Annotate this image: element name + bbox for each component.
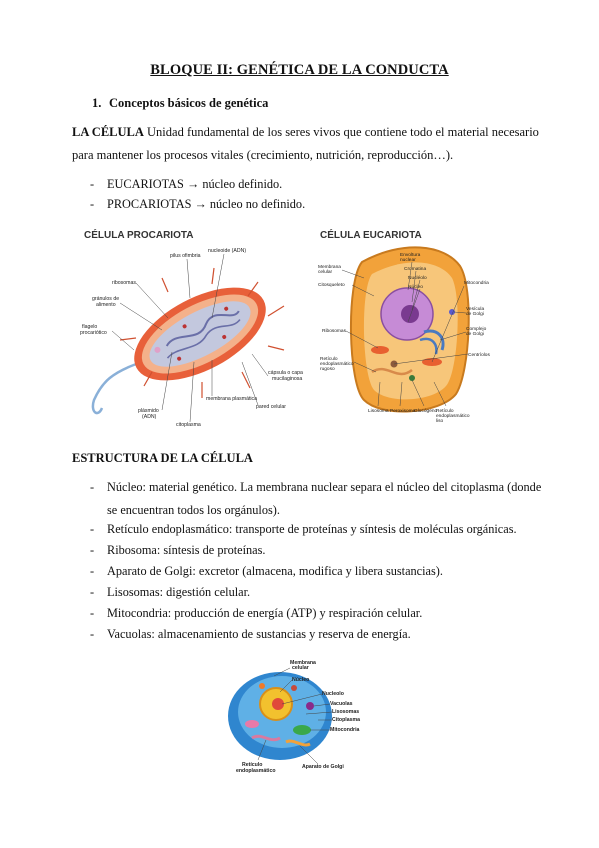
svg-text:de Golgi: de Golgi <box>466 331 484 337</box>
svg-text:de Golgi: de Golgi <box>466 311 484 317</box>
section-title: ESTRUCTURA DE LA CÉLULA <box>72 451 253 465</box>
cell-definition-line2: para mantener los procesos vitales (crec… <box>72 148 454 162</box>
cell-term: LA CÉLULA <box>72 125 144 139</box>
bullet-dash: - <box>90 627 95 641</box>
cell-definition-paragraph: LA CÉLULA Unidad fundamental de los sere… <box>72 121 539 167</box>
structure-text: Mitocondria: producción de energía (ATP)… <box>107 606 423 620</box>
svg-text:Retículo: Retículo <box>320 356 338 362</box>
svg-text:Mitocondria: Mitocondria <box>464 280 489 286</box>
svg-text:Vesícula: Vesícula <box>466 306 484 312</box>
svg-text:endoplasmático: endoplasmático <box>236 768 276 774</box>
svg-text:Cromatina: Cromatina <box>404 266 426 272</box>
svg-text:Complejo: Complejo <box>466 326 487 332</box>
svg-text:pilus ofimbria: pilus ofimbria <box>170 253 201 259</box>
structure-text-line2: se encuentran todos los orgánulos). <box>107 503 280 517</box>
list-item-text: EUCARIOTAS → núcleo definido. <box>107 177 283 191</box>
svg-text:Glucógeno: Glucógeno <box>414 408 438 414</box>
svg-text:Núcleo: Núcleo <box>408 284 423 290</box>
svg-text:Centríolos: Centríolos <box>468 352 490 358</box>
svg-text:membrana plasmática: membrana plasmática <box>206 396 257 402</box>
svg-text:gránulos de: gránulos de <box>92 296 119 302</box>
prokaryote-cell-illustration <box>91 267 285 415</box>
bullet-dash: - <box>90 177 95 191</box>
svg-text:cápsula o capa: cápsula o capa <box>268 370 303 376</box>
page-title: BLOQUE II: GENÉTICA DE LA CONDUCTA <box>150 62 449 78</box>
svg-text:liso: liso <box>436 418 444 424</box>
cell-definition-line1: Unidad fundamental de los seres vivos qu… <box>147 125 539 139</box>
heading-text: Conceptos básicos de genética <box>109 96 269 110</box>
svg-text:alimento: alimento <box>96 302 116 308</box>
svg-text:Nucleolo: Nucleolo <box>322 691 344 697</box>
structure-text: Ribosoma: síntesis de proteínas. <box>107 543 266 557</box>
svg-text:procariótico: procariótico <box>80 330 107 336</box>
svg-text:Mitocondria: Mitocondria <box>330 727 360 733</box>
svg-text:pared celular: pared celular <box>256 404 286 410</box>
structure-text: Vacuolas: almacenamiento de sustancias y… <box>107 627 411 641</box>
svg-text:Lisosomas: Lisosomas <box>332 709 359 715</box>
svg-text:flagelo: flagelo <box>82 324 97 330</box>
svg-text:Ribosomas: Ribosomas <box>322 328 347 334</box>
svg-text:Vacuolas: Vacuolas <box>330 701 353 707</box>
prokaryote-title: CÉLULA PROCARIOTA <box>84 228 193 241</box>
heading-1: 1. Conceptos básicos de genética <box>92 96 268 111</box>
bullet-dash: - <box>90 585 95 599</box>
eukaryote-cell-illustration <box>349 246 470 413</box>
svg-text:Envoltura: Envoltura <box>400 252 421 258</box>
eukaryote-title: CÉLULA EUCARIOTA <box>320 228 422 241</box>
svg-text:celular: celular <box>292 665 309 671</box>
svg-text:mucilaginosa: mucilaginosa <box>272 376 302 382</box>
bullet-dash: - <box>90 543 95 557</box>
svg-text:Citosqueleto: Citosqueleto <box>318 282 345 288</box>
svg-text:Membrana: Membrana <box>318 264 341 270</box>
svg-text:(ADN): (ADN) <box>142 414 157 420</box>
svg-text:Núcleo: Núcleo <box>292 677 309 683</box>
bullet-dash: - <box>90 522 95 536</box>
svg-text:Membrana: Membrana <box>290 660 316 666</box>
list-item-text: PROCARIOTAS → núcleo no definido. <box>107 197 306 211</box>
svg-text:rugoso: rugoso <box>320 366 335 372</box>
svg-text:Lisosoma: Lisosoma <box>368 408 389 414</box>
svg-text:Nucléolo: Nucléolo <box>408 275 427 281</box>
bullet-dash: - <box>90 564 95 578</box>
bullet-dash: - <box>90 606 95 620</box>
svg-text:Aparato de Golgi: Aparato de Golgi <box>302 764 344 770</box>
animal-cell-illustration <box>228 672 332 760</box>
svg-text:Peroxisoma: Peroxisoma <box>390 408 416 414</box>
svg-text:endoplasmático: endoplasmático <box>320 361 354 367</box>
svg-text:endoplasmático: endoplasmático <box>436 413 470 419</box>
svg-text:plásmido: plásmido <box>138 408 159 414</box>
svg-text:Retículo: Retículo <box>436 408 454 414</box>
structure-text: Lisosomas: digestión celular. <box>107 585 251 599</box>
cell-types-figure: CÉLULA PROCARIOTA pilus ofi <box>72 222 492 432</box>
structure-text: Retículo endoplasmático: transporte de p… <box>107 522 517 536</box>
svg-text:Retículo: Retículo <box>242 762 262 768</box>
svg-text:nucleoide (ADN): nucleoide (ADN) <box>208 248 246 254</box>
bullet-dash: - <box>90 480 95 494</box>
bullet-dash: - <box>90 197 95 211</box>
structure-text-line1: Núcleo: material genético. La membrana n… <box>107 480 542 494</box>
heading-number: 1. <box>92 96 102 110</box>
structure-text: Aparato de Golgi: excretor (almacena, mo… <box>107 564 443 578</box>
svg-text:celular: celular <box>318 269 333 275</box>
svg-text:ribosomas: ribosomas <box>112 280 136 286</box>
svg-text:Citoplasma: Citoplasma <box>332 717 360 723</box>
svg-text:citoplasma: citoplasma <box>176 422 201 428</box>
svg-text:nuclear: nuclear <box>400 257 416 263</box>
